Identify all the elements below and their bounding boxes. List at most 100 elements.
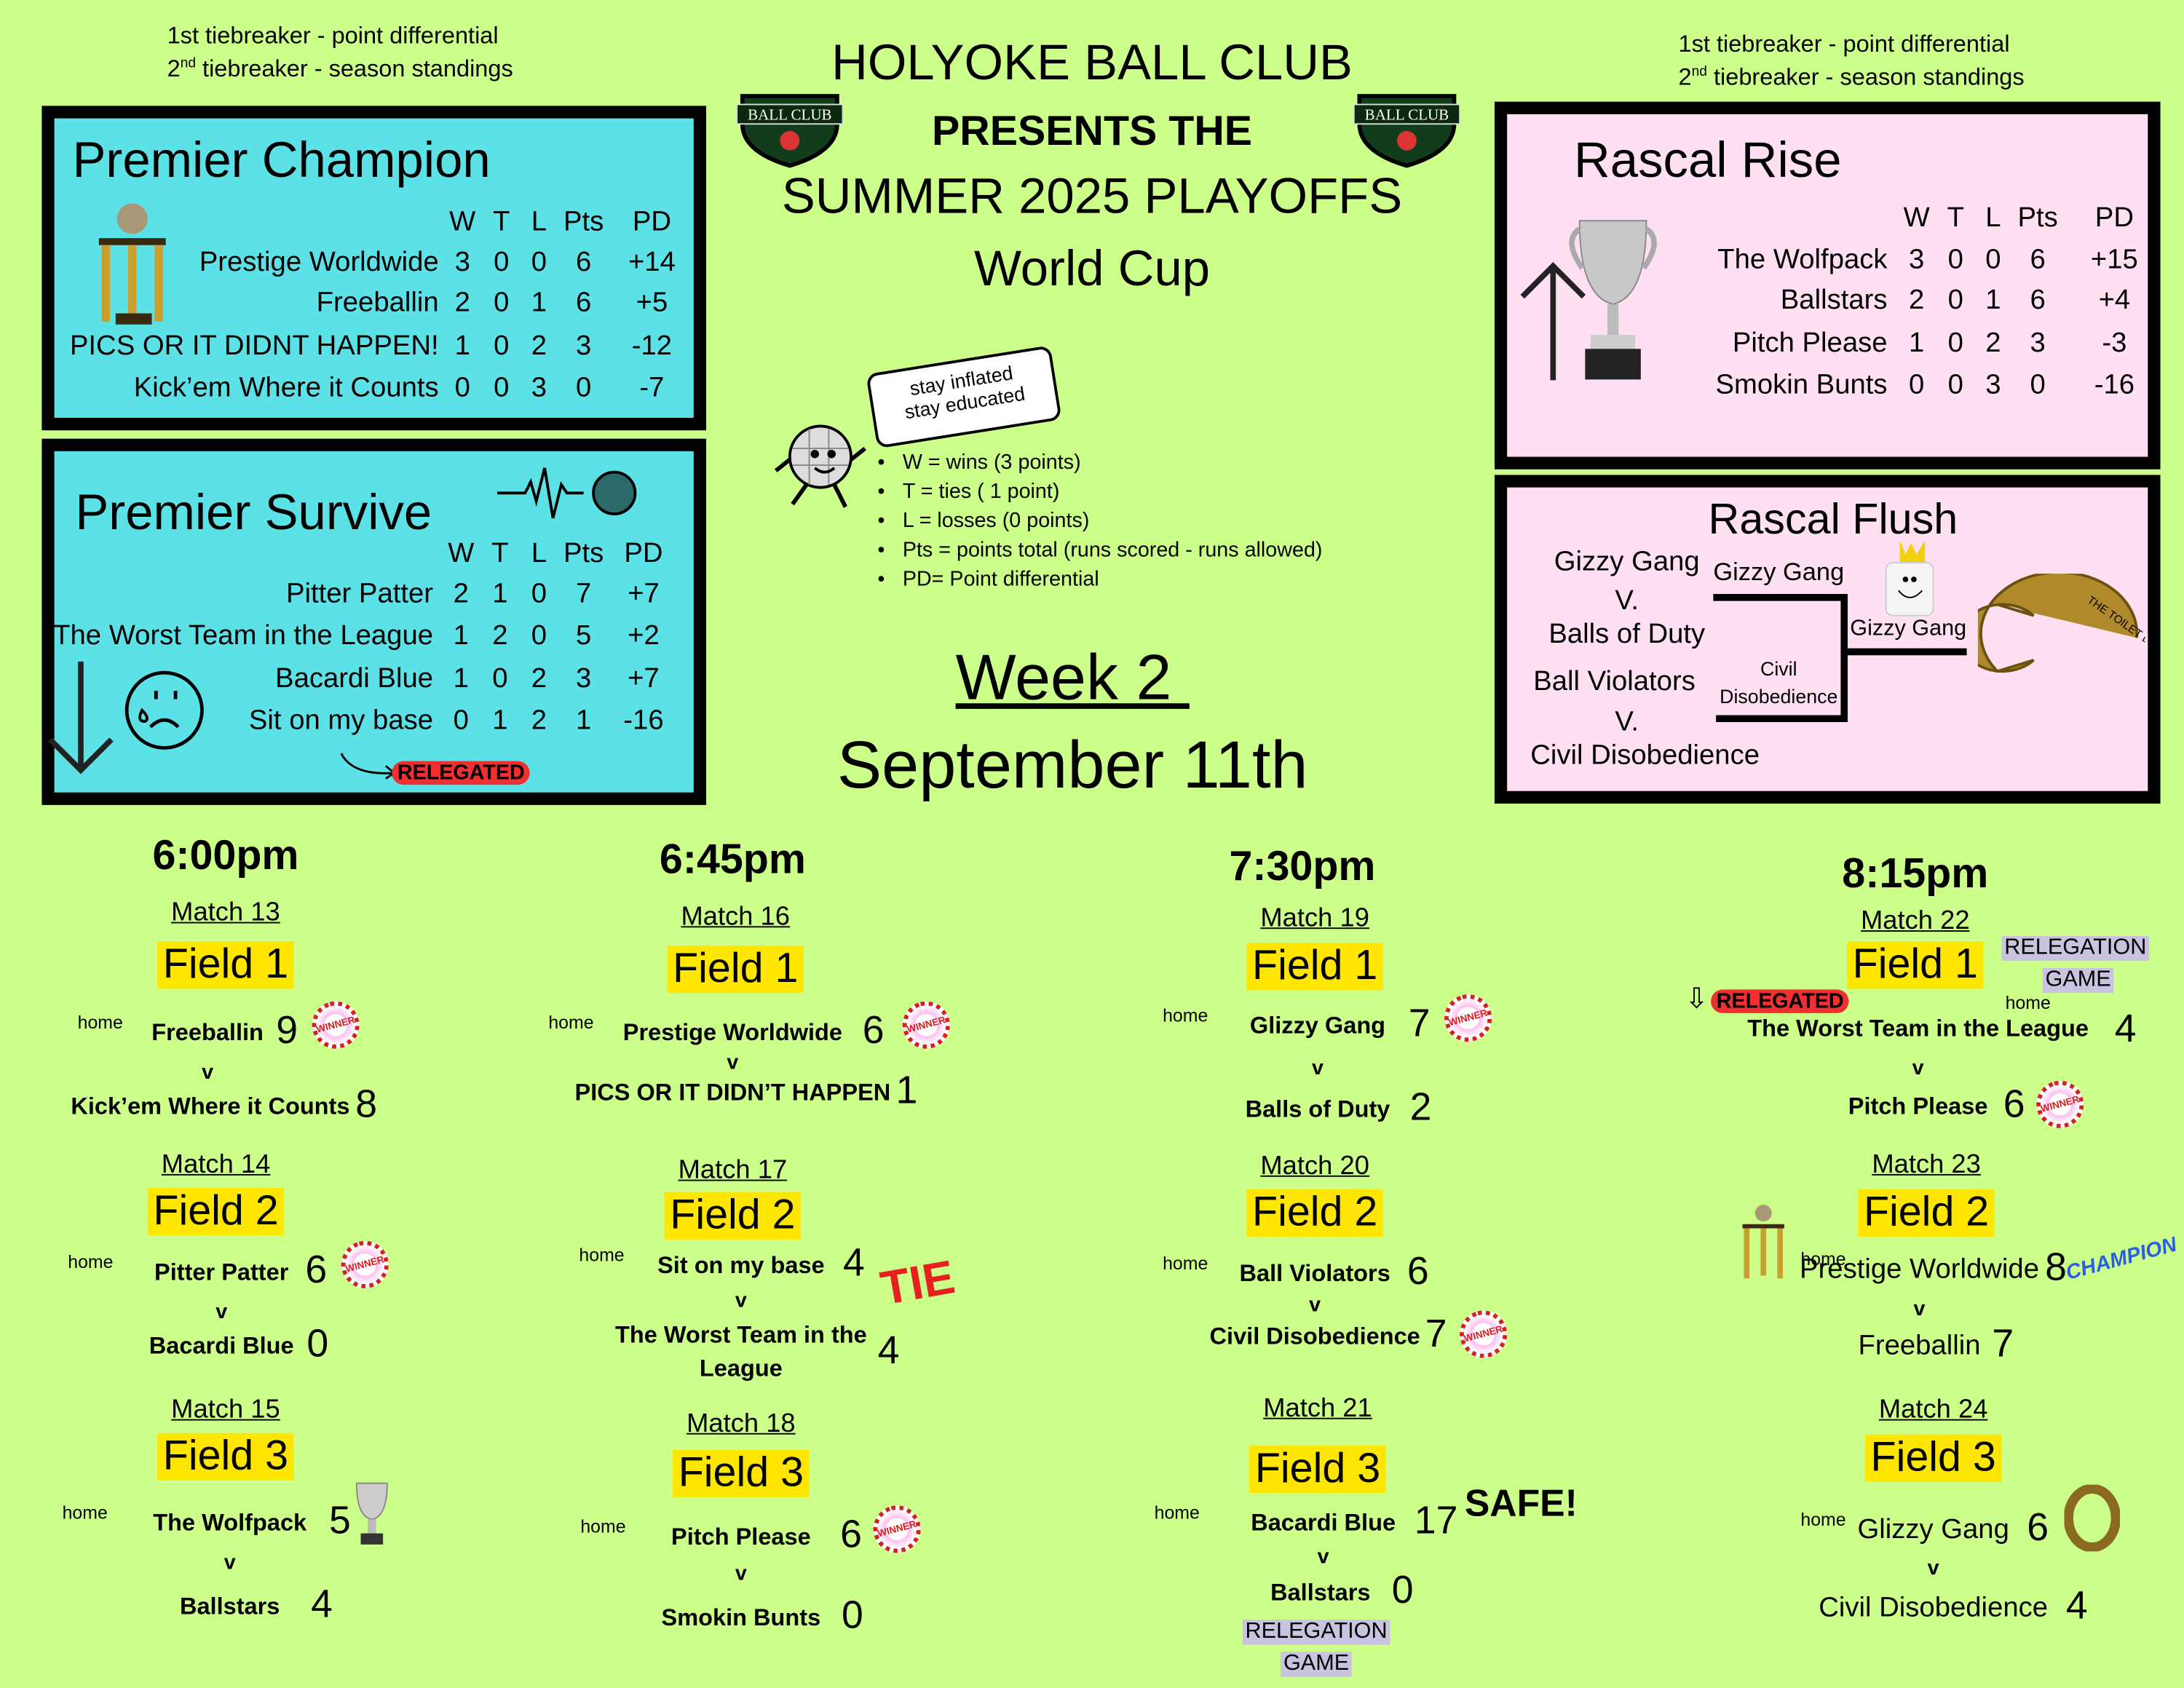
t2c: tiebreaker - season standings bbox=[195, 55, 513, 82]
away-score: 4 bbox=[311, 1582, 333, 1625]
standings-pts: 7 bbox=[576, 578, 592, 610]
away-team: Bacardi Blue bbox=[149, 1333, 294, 1360]
t2a: 2 bbox=[1678, 64, 1692, 91]
match-number: Match 13 bbox=[171, 898, 280, 928]
versus-label: v bbox=[1309, 1293, 1321, 1317]
away-team: Freeballin bbox=[1858, 1331, 1981, 1362]
up-arrow-icon bbox=[1520, 262, 1586, 381]
away-score: 4 bbox=[877, 1328, 900, 1372]
semi1-team-a: Gizzy Gang bbox=[1554, 546, 1700, 578]
standings-w: 3 bbox=[454, 247, 470, 278]
standings-t: 1 bbox=[492, 705, 508, 737]
versus-label: v bbox=[1927, 1556, 1939, 1580]
field-badge: Field 3 bbox=[673, 1449, 810, 1497]
standings-team: Prestige Worldwide bbox=[199, 247, 439, 278]
versus-label: v bbox=[1912, 1056, 1924, 1080]
rascal-rise-title: Rascal Rise bbox=[1574, 130, 1842, 189]
home-score: 8 bbox=[2045, 1245, 2067, 1288]
standings-l: 0 bbox=[531, 620, 547, 651]
match-number: Match 24 bbox=[1878, 1395, 1988, 1425]
match-number: Match 19 bbox=[1260, 903, 1369, 933]
home-label: home bbox=[68, 1251, 114, 1272]
away-team: Kick’em Where it Counts bbox=[71, 1093, 350, 1120]
club-title: HOLYOKE BALL CLUB bbox=[831, 33, 1353, 91]
away-score: 0 bbox=[842, 1593, 863, 1637]
relegation-game-label: GAME bbox=[1281, 1652, 1352, 1677]
home-score: 6 bbox=[840, 1512, 862, 1556]
standings-team: Pitch Please bbox=[1732, 328, 1888, 359]
away-score: 0 bbox=[306, 1321, 329, 1366]
ball-mascot-icon bbox=[774, 424, 866, 508]
home-team: Bacardi Blue bbox=[1251, 1510, 1396, 1537]
tiebreaker-1: 1st tiebreaker - point differential bbox=[167, 22, 499, 49]
match-number: Match 20 bbox=[1260, 1152, 1369, 1181]
rascal-flush-title: Rascal Flush bbox=[1708, 494, 1958, 544]
relegation-game-label: GAME bbox=[2042, 967, 2114, 994]
semi2-team-a: Ball Violators bbox=[1533, 666, 1696, 697]
standings-pts: 3 bbox=[576, 330, 592, 362]
standings-t: 0 bbox=[1947, 369, 1963, 401]
trophy-icon bbox=[98, 203, 166, 325]
away-team: Civil Disobedience bbox=[1209, 1323, 1420, 1350]
away-team: Civil Disobedience bbox=[1819, 1592, 2049, 1623]
home-team: Prestige Worldwide bbox=[1800, 1253, 2040, 1285]
standings-w: 2 bbox=[454, 288, 470, 319]
semi1-v: V. bbox=[1615, 585, 1639, 617]
standings-pts: 3 bbox=[576, 663, 592, 694]
winner-stamp-icon: WINNER bbox=[306, 996, 365, 1055]
match-number: Match 17 bbox=[678, 1156, 788, 1186]
home-score: 7 bbox=[1408, 1001, 1431, 1045]
legend-item: PD= Point differential bbox=[877, 568, 1099, 592]
field-badge: Field 1 bbox=[1846, 941, 1984, 989]
home-score: 4 bbox=[842, 1240, 865, 1285]
down-arrow-icon bbox=[48, 661, 114, 774]
event-subtitle: World Cup bbox=[973, 239, 1211, 297]
bracket-lines bbox=[1713, 594, 1967, 723]
home-team: Freeballin bbox=[151, 1019, 264, 1046]
col-l: L bbox=[1985, 202, 2001, 234]
standings-l: 0 bbox=[531, 578, 547, 610]
away-team: Smokin Bunts bbox=[661, 1604, 821, 1631]
home-team: The Wolfpack bbox=[153, 1510, 307, 1537]
standings-t: 0 bbox=[494, 288, 510, 319]
col-pd: PD bbox=[624, 538, 663, 569]
toilet-bowl-trophy-icon: THE TOILET BOWL bbox=[1977, 574, 2145, 673]
standings-l: 3 bbox=[531, 372, 547, 403]
versus-label: v bbox=[223, 1550, 236, 1574]
week-label: Week 2 bbox=[955, 641, 1190, 713]
standings-pd: -7 bbox=[639, 372, 665, 403]
club-logo-left: BALL CLUB bbox=[736, 94, 844, 168]
standings-team: The Worst Team in the League bbox=[53, 620, 434, 651]
standings-pd: -3 bbox=[2102, 328, 2127, 359]
field-badge: Field 3 bbox=[157, 1433, 294, 1481]
col-pts: Pts bbox=[563, 207, 604, 238]
home-label: home bbox=[579, 1244, 625, 1266]
col-l: L bbox=[531, 538, 547, 569]
standings-t: 0 bbox=[494, 330, 510, 362]
away-score: 4 bbox=[2065, 1583, 2088, 1627]
standings-t: 2 bbox=[492, 620, 508, 651]
speech-bubble: stay inflated stay educated bbox=[866, 345, 1062, 449]
home-team: The Worst Team in the League bbox=[1747, 1015, 2089, 1042]
away-team: Ballstars bbox=[179, 1593, 280, 1620]
standings-team: PICS OR IT DIDNT HAPPEN! bbox=[69, 330, 439, 362]
bracket-winner-2-l2: Disobedience bbox=[1720, 685, 1838, 708]
t2c: tiebreaker - season standings bbox=[1706, 64, 2025, 91]
col-l: L bbox=[531, 207, 547, 238]
standings-pts: 5 bbox=[576, 620, 592, 651]
home-team: Glizzy Gang bbox=[1857, 1514, 2009, 1545]
time-slot-heading: 8:15pm bbox=[1842, 851, 1989, 898]
home-score: 5 bbox=[328, 1498, 351, 1542]
standings-team: The Wolfpack bbox=[1717, 244, 1888, 275]
match-number: Match 22 bbox=[1861, 906, 1970, 936]
standings-l: 0 bbox=[531, 247, 547, 278]
col-w: W bbox=[1903, 202, 1930, 234]
relegated-badge: RELEGATED bbox=[1711, 989, 1850, 1013]
home-label: home bbox=[1800, 1248, 1846, 1269]
away-team: Pitch Please bbox=[1848, 1093, 1988, 1120]
standings-team: Kick’em Where it Counts bbox=[133, 372, 439, 403]
event-title: SUMMER 2025 PLAYOFFS bbox=[781, 167, 1403, 225]
time-slot-heading: 7:30pm bbox=[1229, 844, 1376, 890]
winner-stamp-icon: WINNER bbox=[2030, 1075, 2089, 1134]
standings-pd: -16 bbox=[2094, 369, 2135, 401]
